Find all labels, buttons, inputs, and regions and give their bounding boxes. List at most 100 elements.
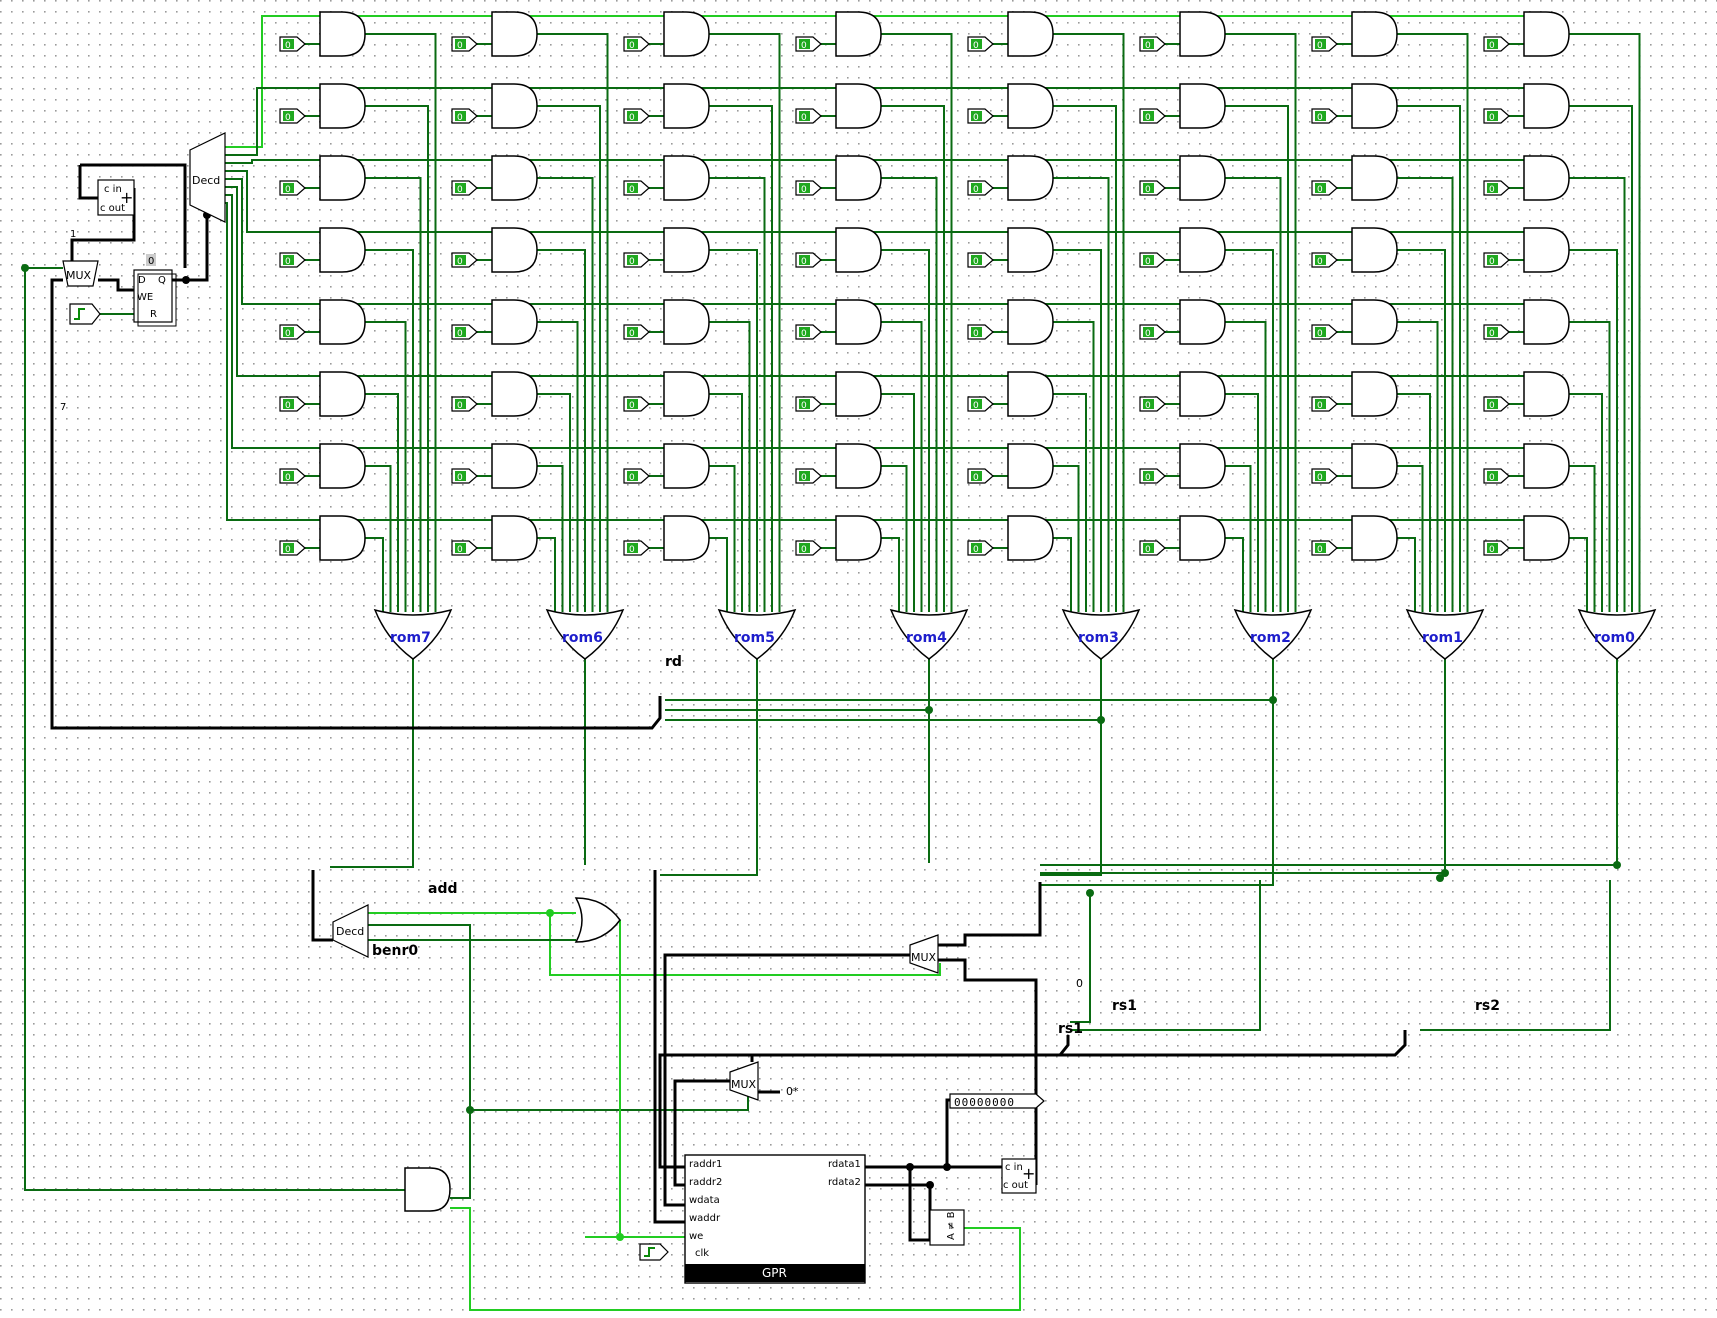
and-gate [1179, 515, 1226, 561]
and-gate [319, 443, 366, 489]
and-gate [1179, 299, 1226, 345]
input-pin-value: 0 [285, 329, 291, 339]
input-pin-value: 0 [457, 113, 463, 123]
register-value: 0 [148, 256, 154, 267]
input-pin-value: 0 [457, 545, 463, 555]
wire [365, 249, 414, 612]
wire [1225, 249, 1274, 612]
wire [537, 105, 601, 612]
we-or-gate[interactable] [574, 897, 621, 943]
and-gate [491, 155, 538, 201]
wire [881, 393, 915, 612]
input-pin-indicator [1143, 399, 1154, 409]
input-pin-indicator [283, 183, 294, 193]
waddr-mux[interactable]: MUX [909, 934, 939, 974]
input-pin-indicator [1315, 471, 1326, 481]
address-decoder-label: Decd [192, 174, 220, 187]
input-pin-indicator [627, 111, 638, 121]
and-gate [835, 227, 882, 273]
input-pin-value: 0 [801, 41, 807, 51]
input-pin-indicator [1315, 399, 1326, 409]
rs1-label: rs1 [1112, 998, 1137, 1014]
input-pin-value: 0 [457, 41, 463, 51]
and-gate [1179, 83, 1226, 129]
rom-bit-input: 0 [1483, 324, 1510, 340]
input-pin-value: 0 [285, 185, 291, 195]
clock-input-top[interactable] [69, 303, 101, 325]
input-pin-indicator [283, 327, 294, 337]
and-gate [319, 155, 366, 201]
and-gate [835, 299, 882, 345]
clock-input-bottom[interactable] [639, 1243, 669, 1261]
input-pin-value: 0 [285, 113, 291, 123]
rom-bit-input: 0 [1139, 324, 1166, 340]
pc-register[interactable]: D Q WE R 0 [133, 254, 177, 327]
and-gate [491, 83, 538, 129]
raddr2-mux[interactable]: MUX [729, 1061, 759, 1101]
input-pin-value: 0 [457, 473, 463, 483]
address-decoder[interactable]: Decd [189, 132, 226, 223]
rom-bit-input: 0 [451, 396, 478, 412]
and-gate [835, 443, 882, 489]
input-pin-indicator [283, 543, 294, 553]
rom-bit-input: 0 [967, 108, 994, 124]
inequality-comparator[interactable]: A ≠ B [929, 1209, 965, 1246]
input-pin-indicator [627, 471, 638, 481]
and-gate [663, 83, 710, 129]
and-gate [1007, 371, 1054, 417]
input-pin-indicator [799, 255, 810, 265]
rom-bit-input: 0 [1311, 540, 1338, 556]
wire [450, 1110, 471, 1199]
wire [881, 249, 930, 612]
rom-or-gate [1577, 608, 1657, 660]
opcode-decoder[interactable]: Decd [332, 904, 369, 958]
rom-bit-input: 0 [623, 540, 650, 556]
wire [1397, 249, 1446, 612]
branch-and-gate[interactable] [404, 1167, 451, 1212]
input-pin-value: 0 [1145, 401, 1151, 411]
and-gate [835, 155, 882, 201]
splitter-seven-label: 7 [60, 402, 66, 413]
input-pin-value: 0 [1145, 473, 1151, 483]
alu-adder[interactable]: c in c out + [1001, 1158, 1037, 1194]
input-pin-indicator [1143, 543, 1154, 553]
rom-bit-input: 0 [279, 108, 306, 124]
rom-bit-input: 0 [1311, 396, 1338, 412]
wire [537, 465, 564, 612]
wire [1397, 105, 1461, 612]
register-d-label: D [138, 275, 146, 286]
pc-mux[interactable]: MUX [62, 260, 99, 287]
input-pin-indicator [1487, 543, 1498, 553]
rom-bit-input: 0 [451, 540, 478, 556]
wire [1397, 465, 1424, 612]
input-pin-indicator [455, 39, 466, 49]
pc-counter[interactable]: c in c out + [97, 179, 135, 216]
input-pin-indicator [799, 111, 810, 121]
wire [1225, 393, 1259, 612]
input-pin-value: 0 [973, 41, 979, 51]
input-pin-value: 0 [457, 329, 463, 339]
rom-bit-input: 0 [623, 252, 650, 268]
and-gate [1351, 299, 1398, 345]
gpr-pin-wdata: wdata [689, 1195, 720, 1206]
rom-bit-input: 0 [795, 36, 822, 52]
and-gate [1351, 155, 1398, 201]
and-gate [1351, 371, 1398, 417]
adder-plus-icon: + [120, 188, 133, 207]
and-gate [319, 299, 366, 345]
input-pin-value: 0 [973, 257, 979, 267]
rom-bit-input: 0 [1483, 396, 1510, 412]
wire [1225, 105, 1289, 612]
input-pin-indicator [1487, 327, 1498, 337]
wire-junction [926, 1181, 934, 1189]
wire [663, 953, 910, 1207]
and-gate [1179, 443, 1226, 489]
rom-bit-input: 0 [967, 180, 994, 196]
wire [1569, 105, 1633, 612]
wire [1420, 880, 1611, 1031]
wire [1040, 659, 1102, 876]
and-gate [835, 11, 882, 57]
gpr-register-file[interactable]: GPR raddr1 raddr2 wdata waddr we clk rda… [684, 1154, 866, 1284]
input-pin-value: 0 [285, 473, 291, 483]
